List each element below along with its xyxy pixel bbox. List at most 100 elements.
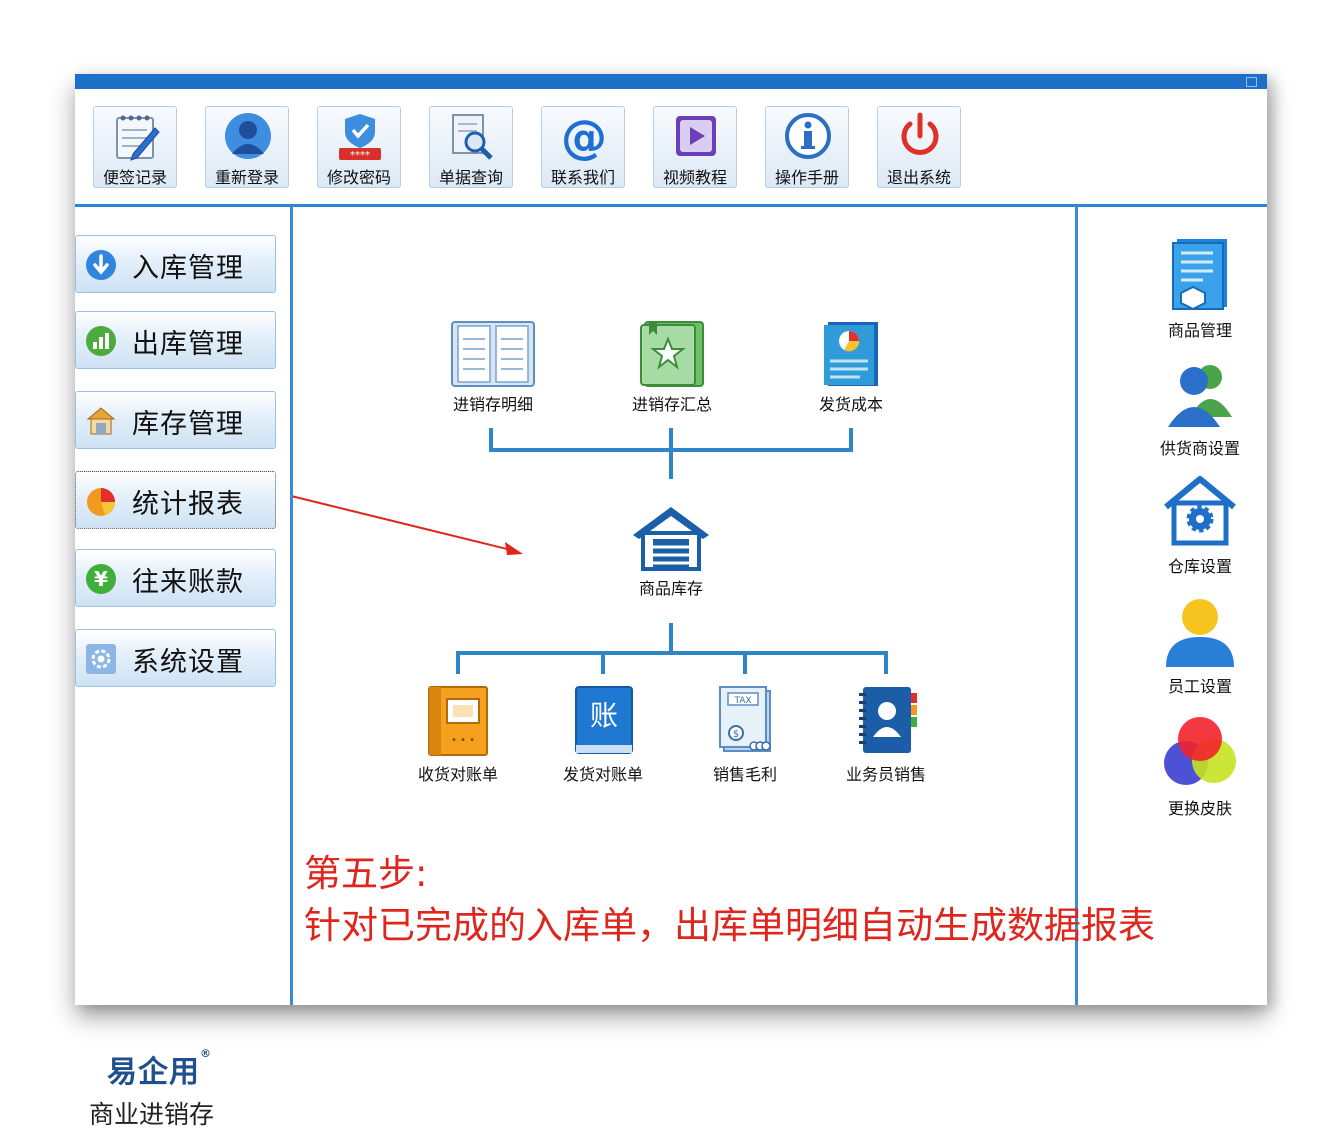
node-inventory-summary[interactable]: 进销存汇总	[612, 319, 732, 415]
supplier-users-icon	[1168, 365, 1232, 427]
video-tutorial-button[interactable]: 视频教程	[653, 106, 737, 188]
sidebar-item-label: 出库管理	[132, 329, 244, 360]
right-divider	[1075, 207, 1078, 1005]
brand-logo-text: 易企用	[107, 1055, 200, 1090]
notes-label: 便签记录	[102, 168, 167, 187]
document-query-label: 单据查询	[438, 168, 503, 187]
warehouse-settings-item[interactable]: 仓库设置	[1135, 475, 1265, 577]
user-icon	[225, 113, 271, 159]
sidebar-item-accounts[interactable]: ¥ 往来账款	[75, 549, 276, 607]
node-label: 进销存明细	[452, 395, 533, 414]
toolbar: 便签记录 重新登录 **** 修改密码	[75, 89, 1267, 205]
contact-book-icon	[859, 687, 917, 753]
brand: 易企用® 商业进销存	[89, 1047, 259, 1131]
employee-settings-item[interactable]: 员工设置	[1135, 595, 1265, 697]
product-list-icon	[1172, 239, 1227, 311]
change-skin-item[interactable]: 更换皮肤	[1135, 715, 1265, 819]
account-book-icon: 账	[575, 686, 633, 754]
tax-document-icon: TAX $	[719, 686, 771, 752]
right-item-label: 仓库设置	[1167, 557, 1232, 576]
node-label: 业务员销售	[845, 765, 926, 784]
sidebar-item-inventory[interactable]: 库存管理	[75, 391, 276, 449]
gear-icon	[86, 644, 116, 674]
sidebar-item-label: 入库管理	[132, 253, 244, 284]
svg-text:¥: ¥	[94, 567, 108, 591]
right-item-label: 更换皮肤	[1167, 799, 1232, 818]
left-divider	[290, 207, 293, 1005]
registered-mark: ®	[200, 1047, 212, 1060]
right-panel: 商品管理 供货商设置 仓库设置	[1081, 207, 1267, 1005]
node-product-stock[interactable]: 商品库存	[611, 503, 731, 599]
notes-button[interactable]: 便签记录	[93, 106, 177, 188]
video-play-icon	[676, 116, 716, 156]
brand-logo: 易企用®	[107, 1047, 259, 1091]
sidebar-item-outbound[interactable]: 出库管理	[75, 311, 276, 369]
sidebar: 入库管理 出库管理 库存管理 统计报表	[75, 207, 289, 1129]
power-icon	[901, 112, 939, 155]
node-receiving-statement[interactable]: • • • 收货对账单	[398, 683, 518, 785]
exit-label: 退出系统	[886, 168, 951, 187]
at-sign-icon: @	[561, 110, 607, 162]
document-query-button[interactable]: 单据查询	[429, 106, 513, 188]
manual-label: 操作手册	[774, 168, 839, 187]
info-icon	[785, 113, 831, 159]
contact-us-label: 联系我们	[550, 168, 615, 187]
toolbar-divider	[75, 204, 1267, 207]
red-arrow	[293, 495, 523, 555]
node-label: 收货对账单	[417, 765, 498, 784]
pie-chart-icon	[87, 488, 115, 516]
sidebar-item-label: 库存管理	[132, 409, 244, 440]
warehouse-icon	[86, 407, 116, 435]
yen-circle-icon: ¥	[86, 564, 116, 594]
open-book-icon	[451, 321, 535, 387]
employee-icon	[1166, 599, 1234, 667]
annotation-text: 针对已完成的入库单，出库单明细自动生成数据报表	[304, 904, 1155, 947]
change-password-label: 修改密码	[326, 168, 391, 187]
relogin-button[interactable]: 重新登录	[205, 106, 289, 188]
sidebar-item-label: 往来账款	[132, 567, 244, 598]
star-book-icon	[640, 321, 704, 387]
connector-lines	[293, 428, 888, 674]
sidebar-item-settings[interactable]: 系统设置	[75, 629, 276, 687]
maximize-icon[interactable]	[1246, 77, 1257, 87]
svg-text:账: 账	[590, 699, 618, 732]
product-management-item[interactable]: 商品管理	[1135, 235, 1265, 341]
bar-chart-circle-icon	[86, 326, 116, 356]
sidebar-item-label: 系统设置	[132, 647, 244, 678]
sidebar-item-reports[interactable]: 统计报表	[75, 471, 276, 529]
node-label: 进销存汇总	[631, 395, 712, 414]
title-bar	[75, 74, 1267, 89]
svg-text:• • •: • • •	[451, 735, 475, 746]
right-item-label: 商品管理	[1167, 321, 1232, 340]
manual-button[interactable]: 操作手册	[765, 106, 849, 188]
node-label: 发货成本	[818, 395, 883, 414]
exit-button[interactable]: 退出系统	[877, 106, 961, 188]
node-shipping-cost[interactable]: 发货成本	[791, 319, 911, 415]
supplier-settings-item[interactable]: 供货商设置	[1135, 357, 1265, 459]
app-window: 便签记录 重新登录 **** 修改密码	[75, 74, 1267, 1129]
node-label: 发货对账单	[562, 765, 643, 784]
video-tutorial-label: 视频教程	[662, 168, 727, 187]
node-label: 商品库存	[638, 579, 703, 598]
pie-document-icon	[824, 322, 878, 386]
right-item-label: 供货商设置	[1159, 439, 1240, 458]
node-shipping-statement[interactable]: 账 发货对账单	[543, 683, 663, 785]
node-label: 销售毛利	[712, 765, 777, 784]
sidebar-item-inbound[interactable]: 入库管理	[75, 235, 276, 293]
contact-us-button[interactable]: @ 联系我们	[541, 106, 625, 188]
document-search-icon	[452, 114, 493, 160]
node-sales-margin[interactable]: TAX $ 销售毛利	[685, 683, 805, 785]
warehouse-settings-icon	[1164, 476, 1236, 546]
warehouse-garage-icon	[633, 507, 709, 571]
orange-ledger-icon: • • •	[428, 686, 488, 756]
change-password-button[interactable]: **** 修改密码	[317, 106, 401, 188]
sidebar-item-label: 统计报表	[132, 489, 244, 520]
svg-text:****: ****	[350, 150, 370, 161]
arrow-down-circle-icon	[86, 250, 116, 280]
right-item-label: 员工设置	[1167, 677, 1232, 696]
node-salesperson-sales[interactable]: 业务员销售	[826, 683, 946, 785]
report-center: 进销存明细 进销存汇总 发货成本	[293, 207, 1155, 1005]
color-circles-icon	[1164, 717, 1236, 785]
relogin-label: 重新登录	[214, 168, 279, 187]
node-inventory-detail[interactable]: 进销存明细	[433, 319, 553, 415]
